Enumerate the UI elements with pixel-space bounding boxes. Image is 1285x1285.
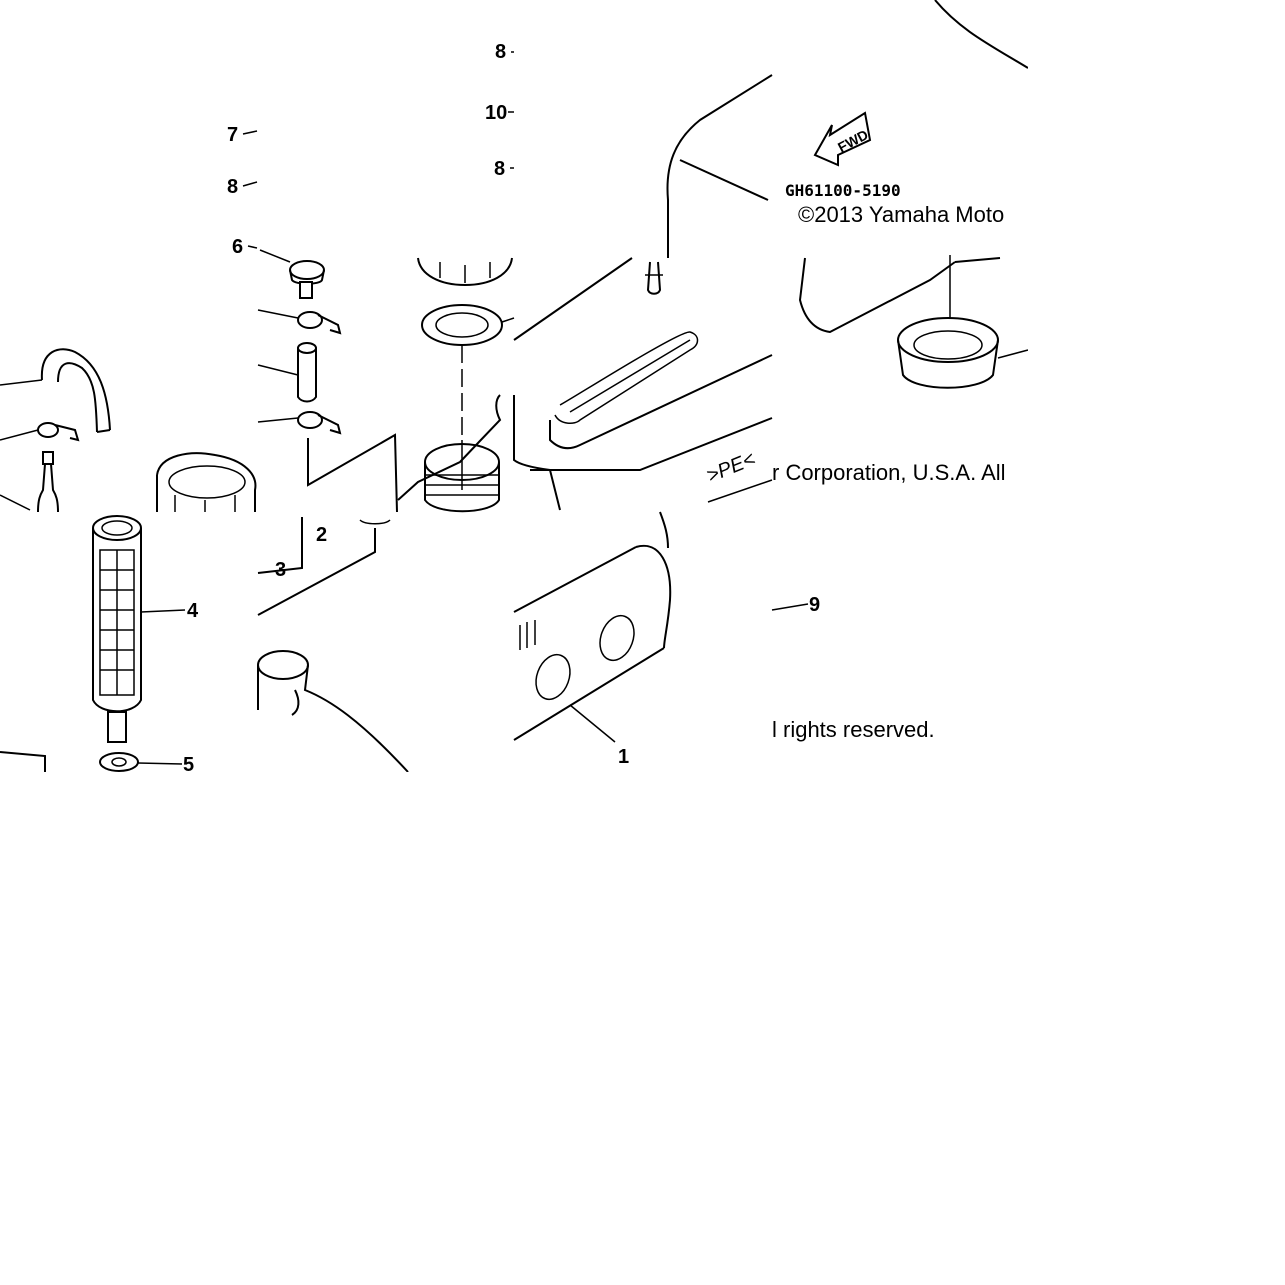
grommet-part-9 — [897, 317, 1029, 389]
leader-tank-filler — [257, 528, 376, 616]
clamp-part-8-left — [0, 422, 80, 442]
callout-5: 5 — [183, 754, 194, 776]
callout-4: 4 — [187, 600, 199, 622]
clamp-part-8-lower — [257, 411, 342, 435]
callout-9: 9 — [809, 594, 820, 616]
leader-part-3 — [257, 517, 303, 574]
fuel-fitting-part-6 — [0, 451, 59, 513]
copyright-line-3: l rights reserved. — [772, 717, 935, 742]
callout-1: 1 — [618, 746, 629, 768]
part-code: GH61100-5190 — [785, 181, 901, 200]
callout-8-center: 8 — [494, 158, 505, 180]
leader-part-9 — [771, 603, 809, 611]
filler-neck — [424, 440, 500, 513]
fwd-arrow-icon: FWD — [813, 111, 872, 167]
copyright-line-2: r Corporation, U.S.A. All — [772, 460, 1006, 485]
filler-neck-detail — [359, 519, 391, 525]
clamp-part-8-upper — [257, 309, 342, 335]
gasket — [421, 304, 515, 346]
tank-body-lower — [513, 511, 672, 743]
callout-2: 2 — [316, 524, 327, 546]
callout-3: 3 — [275, 559, 286, 581]
callout-8-top: 8 — [495, 41, 506, 63]
callout-6: 6 — [232, 236, 243, 258]
grommet-part-5 — [99, 752, 183, 772]
tank-edge-left — [0, 751, 46, 772]
callout-8-left: 8 — [227, 176, 238, 198]
tank-outline-center — [397, 394, 502, 501]
vent-fitting — [645, 261, 663, 295]
leader-part-2 — [307, 433, 398, 513]
callout-10: 10 — [485, 102, 507, 124]
fuel-fitting-part-6-center — [259, 249, 325, 299]
filler-cap-ring — [156, 452, 257, 512]
pe-underline — [707, 479, 773, 503]
hose-part-7 — [0, 348, 111, 433]
tank-top-section — [666, 0, 1029, 335]
tank-body-upper — [513, 257, 773, 511]
pe-marking: >PE< — [704, 448, 759, 487]
callout-labels: 8 10 7 8 8 6 2 3 4 5 9 1 — [183, 41, 820, 776]
fuel-filter-part-4 — [92, 515, 186, 743]
hose-part-10 — [257, 342, 317, 403]
callout-7: 7 — [227, 124, 238, 146]
copyright-line-1: ©2013 Yamaha Moto — [798, 202, 1004, 227]
filler-cap-top — [417, 257, 513, 287]
tank-neck-left — [257, 650, 409, 773]
